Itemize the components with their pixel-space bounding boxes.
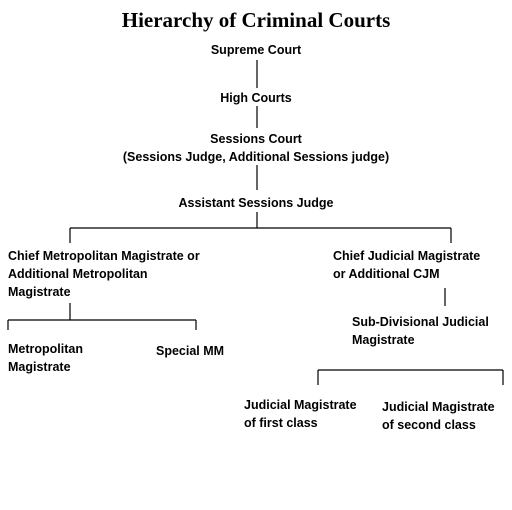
node-assistant-sessions-judge: Assistant Sessions Judge [178,196,334,210]
cmm-line-1: Chief Metropolitan Magistrate or [8,249,200,263]
node-metropolitan-magistrate: Metropolitan Magistrate [8,340,83,376]
cjm-line-1: Chief Judicial Magistrate [333,249,481,263]
node-chief-metropolitan-magistrate: Chief Metropolitan Magistrate or Additio… [8,247,200,301]
cjm-line-2: or Additional CJM [333,267,440,281]
node-judicial-magistrate-first-class: Judicial Magistrate of first class [244,396,357,432]
mm-line-2: Magistrate [8,360,71,374]
mm-line-1: Metropolitan [8,342,83,356]
node-special-mm: Special MM [156,344,225,358]
node-chief-judicial-magistrate: Chief Judicial Magistrate or Additional … [333,247,480,283]
sessions-court-sublabel: (Sessions Judge, Additional Sessions jud… [122,150,390,164]
jm1-line-2: of first class [244,416,318,430]
sessions-court-label: Sessions Court [210,132,302,146]
node-high-courts: High Courts [220,91,292,105]
node-judicial-magistrate-second-class: Judicial Magistrate of second class [382,398,495,434]
node-sub-divisional-judicial-magistrate: Sub-Divisional Judicial Magistrate [352,313,489,349]
diagram-title: Hierarchy of Criminal Courts [121,8,391,32]
jm2-line-1: Judicial Magistrate [382,400,495,414]
cmm-line-3: Magistrate [8,285,71,299]
sdjm-line-2: Magistrate [352,333,415,347]
jm1-line-1: Judicial Magistrate [244,398,357,412]
sdjm-line-1: Sub-Divisional Judicial [352,315,489,329]
cmm-line-2: Additional Metropolitan [8,267,148,281]
node-sessions-court: Sessions Court (Sessions Judge, Addition… [0,130,512,166]
node-supreme-court: Supreme Court [210,43,302,57]
jm2-line-2: of second class [382,418,476,432]
